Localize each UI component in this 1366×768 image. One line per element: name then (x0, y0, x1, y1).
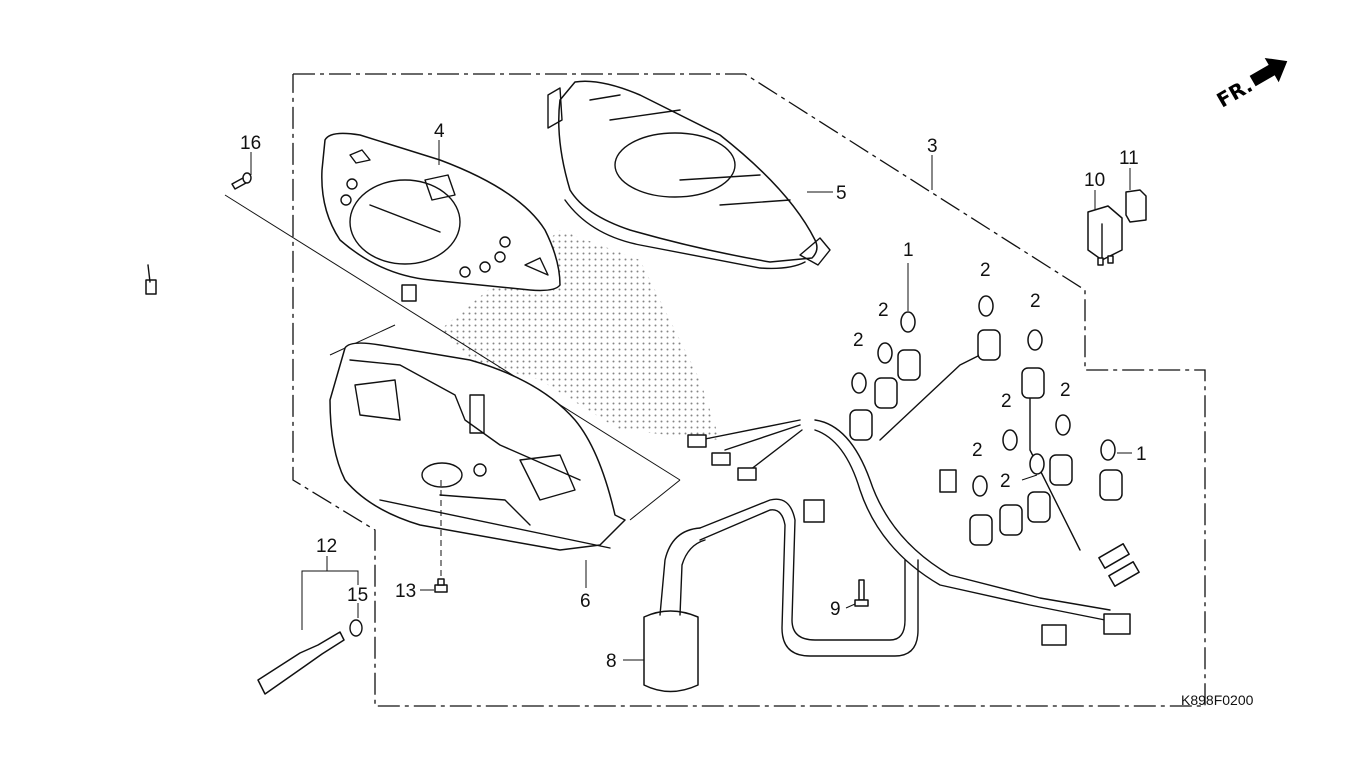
harness-cylinder-8-part[interactable] (643, 527, 706, 693)
callout-1: 1 (903, 240, 914, 261)
callout-2: 2 (853, 330, 864, 351)
callout-5: 5 (836, 183, 847, 204)
o-ring-15-part[interactable] (349, 619, 363, 637)
relay-cap-11-part[interactable] (1125, 189, 1147, 223)
callout-16: 16 (240, 133, 261, 154)
callout-1: 1 (1136, 444, 1147, 465)
front-label: FR. (1213, 73, 1257, 112)
callout-13: 13 (395, 581, 416, 602)
callout-12: 12 (316, 536, 337, 557)
callout-2: 2 (878, 300, 889, 321)
callout-11: 11 (1119, 148, 1139, 169)
callout-8: 8 (606, 651, 617, 672)
bulb-sockets (849, 329, 1123, 546)
callout-labels: 1 1 2 2 2 2 2 2 2 2 3 4 5 6 8 9 10 11 12… (240, 121, 1147, 672)
callout-4: 4 (434, 121, 445, 142)
arrow-right-icon (1249, 57, 1288, 87)
front-direction-indicator: FR. (1213, 57, 1288, 112)
meter-lens-part[interactable] (547, 80, 831, 270)
callout-2: 2 (1030, 291, 1041, 312)
assembly-boundary (292, 73, 1206, 707)
callout-9: 9 (830, 599, 841, 620)
callout-2: 2 (980, 260, 991, 281)
callout-6: 6 (580, 591, 591, 612)
bulbs[interactable] (851, 295, 1116, 497)
leader-lines (250, 140, 1132, 661)
callout-15: 15 (347, 585, 368, 606)
wire-harness[interactable] (687, 349, 1140, 657)
callout-10: 10 (1084, 170, 1105, 191)
callout-2: 2 (1000, 471, 1011, 492)
meter-case-part[interactable] (329, 342, 626, 551)
screw-9-part[interactable] (854, 579, 869, 607)
callout-2: 2 (972, 440, 983, 461)
callout-3: 3 (927, 136, 938, 157)
guide-line (224, 194, 681, 481)
callout-2: 2 (1001, 391, 1012, 412)
guide-line (329, 324, 396, 356)
speedometer-cable-part[interactable] (145, 264, 345, 701)
meter-panel-part[interactable] (321, 132, 561, 302)
diagram-code: K898F0200 (1181, 692, 1254, 708)
screw-13-part[interactable] (434, 480, 448, 593)
relay-10-part[interactable] (1087, 205, 1123, 266)
callout-2: 2 (1060, 380, 1071, 401)
screw-16-part[interactable] (231, 172, 252, 190)
guide-line (629, 479, 681, 521)
